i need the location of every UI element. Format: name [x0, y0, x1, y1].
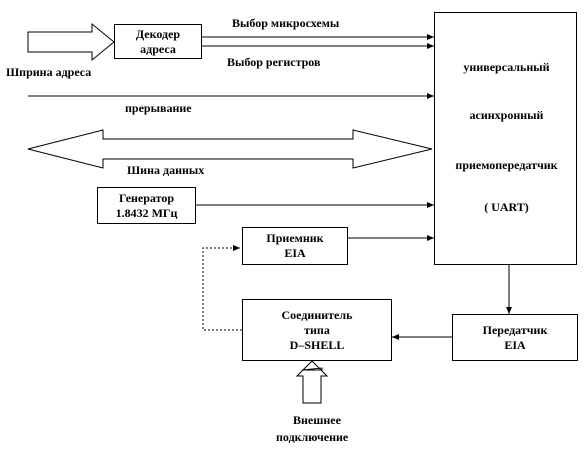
connector-label-line2: типа — [304, 322, 330, 337]
address-decoder-label-line2: адреса — [140, 41, 176, 56]
address-bus-arrow — [27, 22, 115, 62]
interrupt-label: прерывание — [125, 101, 192, 115]
eia-receiver-label-line2: EIA — [284, 246, 306, 260]
eia-receiver-label-line1: Приемник — [266, 231, 324, 245]
address-decoder-label-line1: Декодер — [135, 26, 181, 41]
chip-select-label: Выбор микросхемы — [232, 16, 340, 30]
eia-transmitter-label-line1: Передатчик — [482, 322, 548, 337]
generator-block: Генератор 1.8432 МГц — [97, 187, 196, 224]
uart-label-line4: ( UART) — [484, 200, 529, 214]
d-shell-connector-block: Соединитель типа D–SHELL — [242, 299, 392, 361]
data-bus-label: Шина данных — [127, 163, 205, 177]
register-select-label: Выбор регистров — [227, 55, 321, 69]
external-connection-label-line2: подключение — [276, 430, 349, 444]
uart-label-line1: универсальный — [463, 60, 550, 74]
eia-receiver-block: Приемник EIA — [242, 227, 348, 265]
eia-transmitter-block: Передатчик EIA — [452, 314, 578, 361]
uart-block: универсальный асинхронный приемопередатч… — [434, 12, 577, 265]
address-bus-label: Шприна адреса — [6, 65, 92, 79]
external-connection-arrow — [295, 360, 329, 404]
address-decoder-block: Декодер адреса — [114, 24, 202, 59]
generator-label-line2: 1.8432 МГц — [115, 205, 178, 220]
connector-label-line3: D–SHELL — [289, 337, 345, 352]
uart-label-line3: приемопередатчик — [455, 158, 558, 172]
generator-label-line1: Генератор — [118, 190, 175, 205]
eia-transmitter-label-line2: EIA — [504, 337, 526, 352]
connector-to-receiver-dotted-line — [202, 245, 242, 331]
external-connection-label-line1: Внешнее — [293, 413, 341, 427]
data-bus-arrow — [27, 129, 433, 169]
connector-label-line1: Соединитель — [281, 307, 353, 322]
uart-label-line2: асинхронный — [469, 108, 544, 122]
